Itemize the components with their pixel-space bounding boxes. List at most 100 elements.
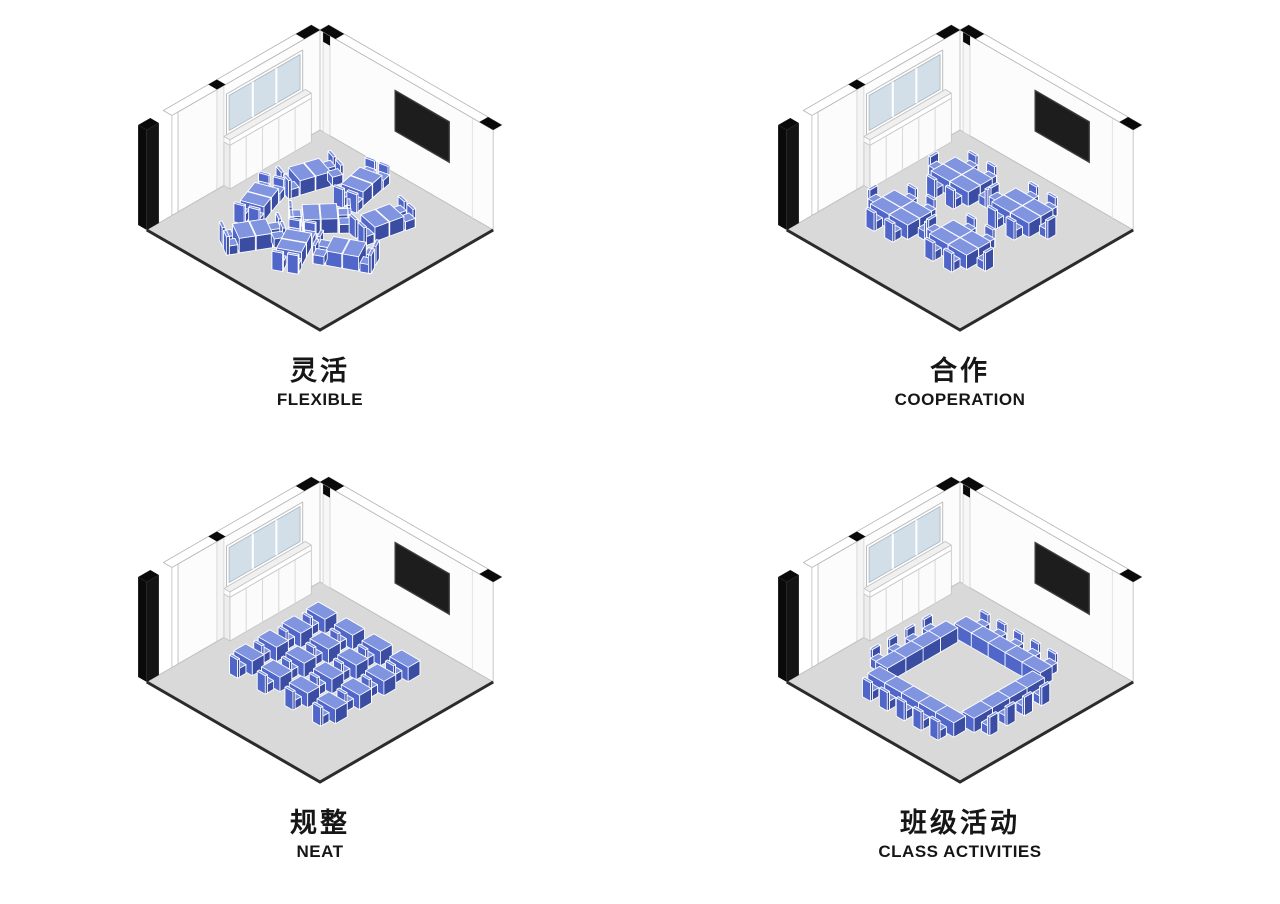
blackboard — [395, 91, 449, 161]
door-wall-cap — [778, 118, 799, 130]
furniture-top — [312, 238, 320, 246]
corner-column-cap — [963, 31, 970, 46]
door-wall-face — [146, 575, 159, 682]
furniture-face — [870, 681, 873, 702]
furniture-top — [303, 157, 332, 177]
furniture-top — [337, 647, 369, 666]
furniture-face — [1045, 219, 1049, 240]
furniture-top — [334, 158, 344, 166]
furniture-top — [904, 623, 916, 631]
furniture-top — [336, 687, 348, 695]
furniture-top — [281, 615, 314, 634]
furniture-face — [937, 720, 941, 741]
furniture-top — [333, 657, 345, 665]
door-wall-cap — [138, 118, 159, 130]
furniture-top — [367, 248, 375, 256]
room-diagram-class-activities — [778, 476, 1143, 784]
furniture-top — [288, 200, 293, 208]
cap-black-end — [1119, 569, 1142, 582]
furniture-top — [378, 161, 391, 167]
blackboard — [1035, 91, 1089, 161]
wall-pilaster — [856, 85, 865, 190]
furniture-top — [887, 633, 899, 641]
furniture-top — [1046, 191, 1058, 199]
label-en-neat: NEAT — [296, 842, 344, 862]
furniture-top — [327, 168, 344, 178]
caption-cooperation: 合作 COOPERATION — [895, 356, 1026, 410]
door-frame — [811, 563, 819, 668]
furniture-face — [264, 674, 268, 695]
furniture-top — [340, 677, 372, 696]
left-wall-cap — [162, 476, 321, 568]
furniture-face — [367, 254, 372, 275]
furniture-top — [912, 705, 924, 713]
furniture-top — [862, 676, 873, 684]
furniture-face — [238, 235, 256, 254]
blackboard — [1035, 543, 1089, 613]
door-wall-end — [138, 125, 147, 230]
furniture-top — [987, 711, 999, 718]
furniture-cooperation — [865, 149, 1058, 273]
furniture-top — [272, 174, 286, 180]
furniture-top — [301, 611, 313, 619]
left-wall-cap — [802, 24, 961, 116]
furniture-top — [319, 203, 339, 220]
furniture-top — [233, 643, 265, 662]
furniture-top — [309, 631, 341, 650]
cap-black-mid — [848, 531, 866, 542]
furniture-top — [389, 649, 421, 668]
door-wall-end — [778, 577, 787, 682]
panel-cooperation: 合作 COOPERATION — [640, 0, 1280, 452]
furniture-top — [979, 608, 991, 616]
furniture-face — [282, 251, 285, 272]
furniture-face — [1004, 705, 1008, 727]
room-diagram-neat — [138, 476, 503, 784]
caption-class-activities: 班级活动 CLASS ACTIVITIES — [878, 808, 1041, 862]
door-frame — [171, 563, 179, 668]
furniture-top — [986, 160, 998, 168]
floor-front-edge — [786, 228, 1134, 332]
furniture-top — [288, 216, 302, 222]
furniture-top — [239, 191, 272, 208]
furniture-top — [888, 207, 920, 226]
furniture-top — [961, 700, 993, 719]
furniture-top — [233, 201, 246, 207]
cap-black-corner-left — [295, 477, 320, 491]
furniture-top — [277, 625, 289, 633]
wall-pilaster — [216, 537, 225, 642]
furniture-face — [292, 690, 296, 711]
left-wall-cap — [802, 476, 961, 568]
window-glass — [868, 506, 941, 583]
furniture-top — [313, 661, 345, 680]
furniture-face — [932, 241, 936, 262]
furniture-top — [945, 184, 956, 192]
furniture-top — [1030, 638, 1042, 645]
furniture-top — [281, 655, 293, 663]
furniture-top — [346, 189, 359, 196]
furniture-face — [1039, 685, 1043, 707]
floor-front-edge — [146, 680, 494, 784]
furniture-top — [1005, 215, 1017, 223]
furniture-top — [949, 174, 981, 193]
furniture-top — [312, 248, 328, 258]
cabinet-side — [863, 141, 871, 190]
furniture-face — [892, 222, 896, 243]
furniture-neat — [229, 601, 421, 727]
cap-black-corner-left — [935, 25, 960, 39]
panel-class-activities: 班级活动 CLASS ACTIVITIES — [640, 452, 1280, 904]
furniture-face — [982, 251, 986, 272]
cap-black-corner-right — [960, 477, 985, 491]
furniture-top — [348, 213, 359, 221]
corner-column-cap — [963, 483, 970, 498]
furniture-top — [926, 173, 938, 181]
furniture-top — [229, 653, 241, 661]
label-zh-cooperation: 合作 — [930, 356, 990, 386]
cap-black-mid — [208, 79, 226, 90]
furniture-top — [340, 175, 373, 193]
furniture-top — [305, 641, 317, 649]
door-wall-cap — [778, 570, 799, 582]
furniture-top — [327, 150, 337, 158]
window-glass — [228, 54, 301, 131]
floor-front-edge — [786, 680, 1134, 784]
